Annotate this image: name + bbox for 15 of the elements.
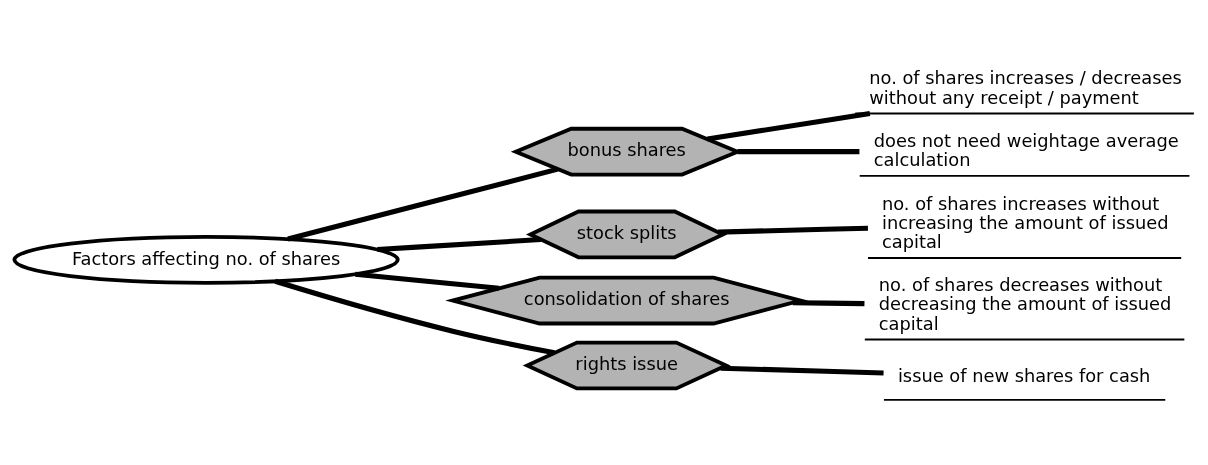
connector [737,149,860,155]
node-text: no. of shares decreases without decreasing the amount of issued capital [878,274,1172,334]
node-text: does not need weightage average calculation [873,129,1179,170]
node-ellipse: Factors affecting no. of shares [12,235,400,285]
connector [287,166,559,242]
connector [707,110,871,142]
node-text: no. of shares increases / decreases without any receipt / payment [869,67,1182,108]
node-text: no. of shares increases without increasing the amount of issued capital [882,192,1169,253]
connector [720,365,884,376]
connector [718,225,868,235]
connector [274,278,555,356]
connector [377,237,541,253]
connector [355,271,500,291]
connector [792,300,865,307]
node-text: issue of new shares for cash [897,364,1151,386]
